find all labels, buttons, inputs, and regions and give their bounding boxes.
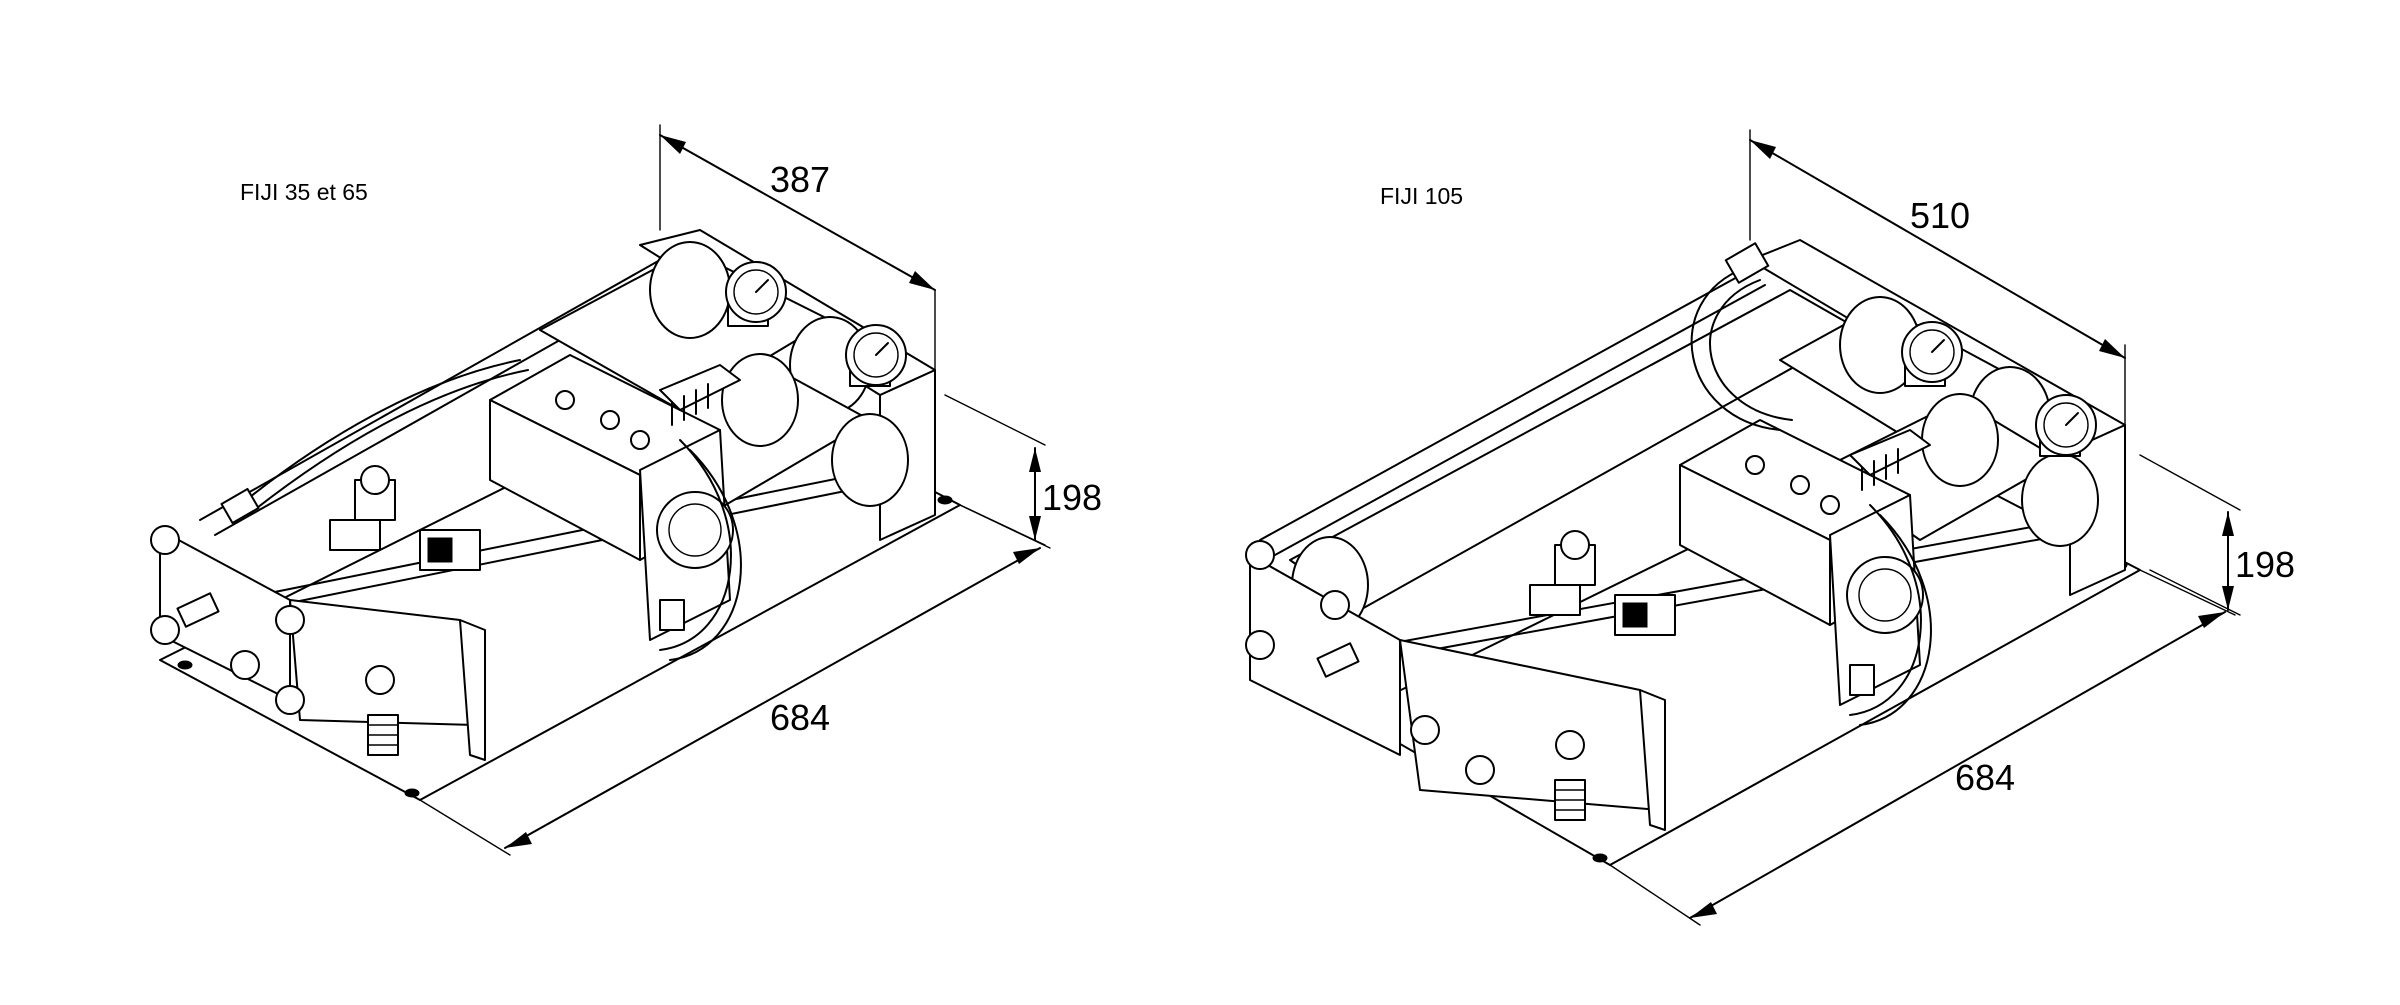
- pressure-gauge-left: [725, 261, 787, 327]
- dimension-length-684: 684: [1609, 569, 2236, 926]
- dimension-height-198: 198: [2139, 454, 2295, 616]
- dimension-length-684: 684: [419, 504, 1051, 856]
- electrical-connector: [659, 364, 741, 426]
- pressure-gauge-right: [845, 324, 907, 387]
- unit-fiji-105: FIJI 105: [1245, 129, 2295, 926]
- end-cap-port: [656, 491, 734, 569]
- pressure-gauge-right: [2035, 394, 2097, 457]
- dimension-width-387: 387: [659, 124, 936, 371]
- end-cap-port: [1846, 556, 1924, 634]
- model-label-fiji-35-65: FIJI 35 et 65: [240, 179, 368, 205]
- model-label-fiji-105: FIJI 105: [1380, 183, 1463, 209]
- dimension-height-198: 198: [944, 394, 1102, 546]
- dimension-label-length: 684: [1955, 757, 2015, 798]
- dimension-label-height: 198: [1042, 477, 1102, 518]
- dimension-label-height: 198: [2235, 544, 2295, 585]
- unit-fiji-35-65: FIJI 35 et 65: [150, 124, 1102, 856]
- electrical-connector: [1849, 429, 1931, 491]
- solenoid-valve: [1529, 530, 1676, 636]
- hose-side: [659, 439, 732, 651]
- dimension-label-width: 387: [770, 159, 830, 200]
- hose-side: [1849, 504, 1922, 716]
- hose-upper: [1690, 267, 1781, 431]
- pressure-gauge-left: [1901, 321, 1963, 387]
- dimension-label-width: 510: [1910, 195, 1970, 236]
- front-motor-block: [1245, 540, 1666, 831]
- dimension-width-510: 510: [1749, 129, 2126, 426]
- hose-upper: [239, 359, 521, 506]
- front-motor-block: [150, 525, 486, 761]
- dimension-label-length: 684: [770, 697, 830, 738]
- solenoid-valve: [329, 465, 481, 571]
